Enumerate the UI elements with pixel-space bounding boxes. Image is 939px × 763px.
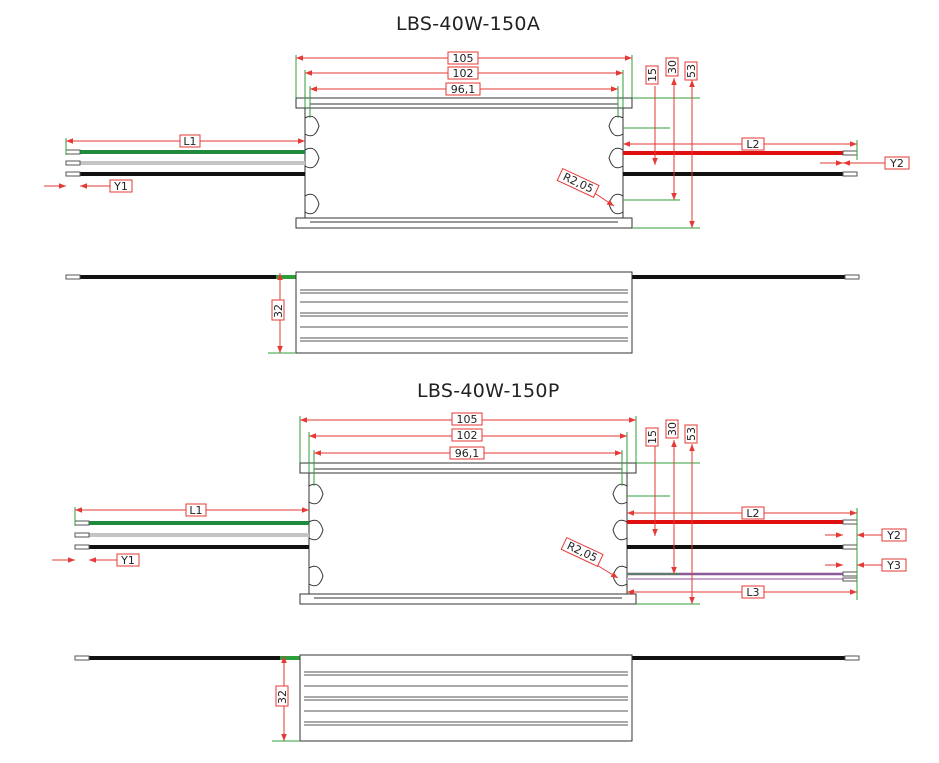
labels-150p: 105 102 96,1 15 30 53 L1 L2 L3 Y1 Y2 Y3: [116, 412, 907, 599]
wires-right-150p: [627, 519, 858, 582]
title-lbs-40w-150p: LBS-40W-150P: [417, 380, 560, 402]
side-view-150p: 32: [74, 654, 860, 742]
dim-105-label: 105: [457, 413, 478, 426]
top-view-150p: [299, 462, 637, 605]
dim-y1-label: Y1: [120, 554, 135, 567]
dim-y3-label: Y3: [886, 559, 901, 572]
dim-l1-label: L1: [189, 504, 202, 517]
title-lbs-40w-150a: LBS-40W-150A: [396, 13, 541, 35]
drawing-150a: 105 102 96,1 15 30 53 L1 L2 Y1 Y2 R2,05: [44, 51, 910, 354]
dim-l2-label: L2: [746, 507, 759, 520]
dim-l3-label: L3: [746, 586, 759, 599]
dim-53-label: 53: [685, 427, 698, 441]
drawing-150p: 105 102 96,1 15 30 53 L1 L2 L3 Y1 Y2 Y3: [52, 412, 907, 742]
dim-32-label: 32: [276, 690, 289, 704]
side-view-150a: 32: [65, 271, 860, 354]
dim-102-label: 102: [457, 429, 478, 442]
dim-32-label: 32: [272, 304, 285, 318]
dim-l1-label: L1: [183, 135, 196, 148]
dim-l2-label: L2: [746, 138, 759, 151]
wires-left-150p: [74, 520, 309, 550]
dim-96-1-label: 96,1: [455, 447, 480, 460]
dim-53-label: 53: [685, 64, 698, 78]
dim-105-label: 105: [453, 52, 474, 65]
dim-y2-label: Y2: [886, 529, 901, 542]
dim-15-label: 15: [646, 430, 659, 444]
dim-30-label: 30: [666, 422, 679, 436]
top-view-150a: [295, 97, 633, 229]
dim-15-label: 15: [646, 68, 659, 82]
dim-y1-label: Y1: [113, 180, 128, 193]
dim-30-label: 30: [666, 60, 679, 74]
dim-102-label: 102: [453, 67, 474, 80]
wires-left-150a: [65, 149, 305, 177]
dim-96-1-label: 96,1: [451, 83, 476, 96]
dim-y2-label: Y2: [889, 157, 904, 170]
